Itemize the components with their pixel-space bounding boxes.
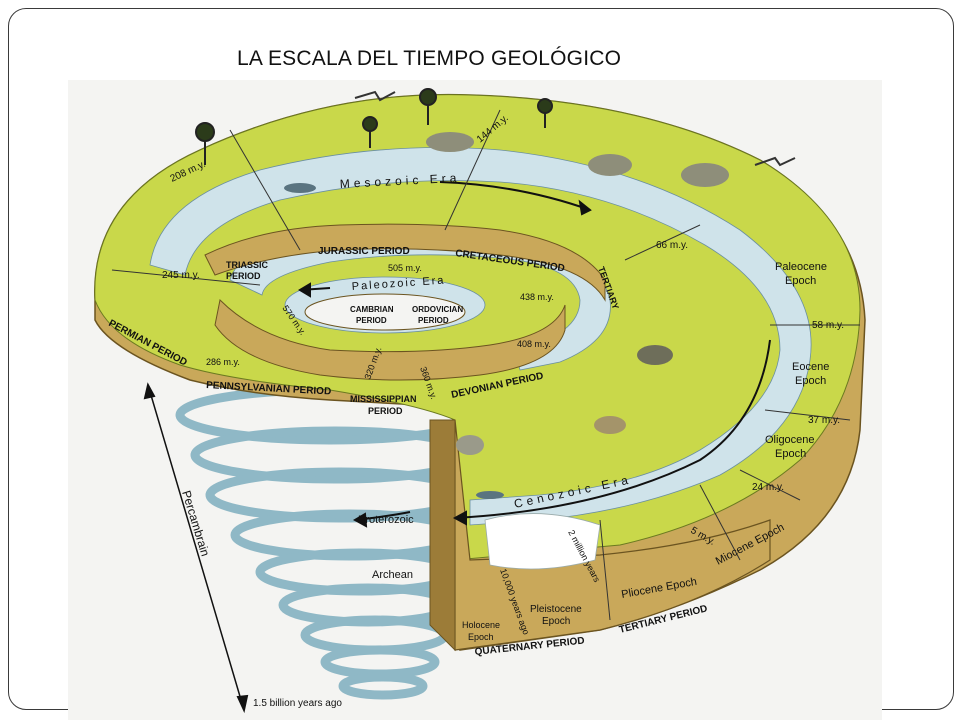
decorative-fauna-flora <box>195 88 796 499</box>
dinosaur-icon <box>426 132 474 152</box>
holocene-epoch-label-line2: Epoch <box>468 632 494 642</box>
cambrian-period-label-line2: PERIOD <box>356 316 387 325</box>
eocene-epoch-label-line2: Epoch <box>795 375 826 387</box>
eocene-epoch-label-line1: Eocene <box>792 361 829 373</box>
triassic-period-label-line2: PERIOD <box>226 271 261 281</box>
cambrian-period-label-line1: CAMBRIAN <box>350 305 394 314</box>
age-label-37: 37 m.y. <box>808 415 840 426</box>
oligocene-epoch-label-line2: Epoch <box>775 448 806 460</box>
spiral-disc <box>94 93 866 652</box>
triassic-period-label-line1: TRIASSIC <box>226 260 269 270</box>
age-label-438: 438 m.y. <box>520 292 554 302</box>
paleocene-epoch-label-line2: Epoch <box>785 275 816 287</box>
age-label-505: 505 m.y. <box>388 263 422 273</box>
mammal-icon <box>456 435 484 455</box>
oligocene-epoch-label-line1: Oligocene <box>765 434 815 446</box>
age-label-24: 24 m.y. <box>752 482 784 493</box>
paleocene-epoch-label-line1: Paleocene <box>775 261 827 273</box>
pleistocene-epoch-label-line1: Pleistocene <box>530 604 582 615</box>
period-boundaries <box>111 109 860 621</box>
pterosaur-icon <box>354 90 396 102</box>
mississippian-period-label-line1: MISSISSIPPIAN <box>350 394 417 404</box>
proterozoic-label: Proterozoic <box>358 514 414 526</box>
mesozoic-era-label: Mesozoic Era <box>339 171 460 191</box>
slide-title: LA ESCALA DEL TIEMPO GEOLÓGICO <box>237 47 622 70</box>
jurassic-period-label: JURASSIC PERIOD <box>318 246 410 257</box>
palm-tree-icon <box>195 88 553 165</box>
mammal-icon <box>594 416 626 434</box>
pleistocene-epoch-label-line2: Epoch <box>542 616 570 627</box>
ordovician-period-label-line2: PERIOD <box>418 316 449 325</box>
age-label-286: 286 m.y. <box>206 357 240 367</box>
fish-icon <box>284 183 316 193</box>
mammal-icon <box>637 345 673 365</box>
age-label-58: 58 m.y. <box>812 320 844 331</box>
age-label-245: 245 m.y. <box>162 270 200 281</box>
era-arrows <box>143 181 771 714</box>
holocene-epoch-label-line1: Holocene <box>462 620 500 630</box>
age-label-66: 66 m.y. <box>656 240 688 251</box>
fish-icon <box>476 491 504 499</box>
dinosaur-icon <box>681 163 729 187</box>
age-label-408: 408 m.y. <box>517 339 551 349</box>
archean-label: Archean <box>372 569 413 581</box>
age-label-1-5-billion: 1.5 billion years ago <box>253 698 342 709</box>
dinosaur-icon <box>588 154 632 176</box>
pterosaur-icon <box>754 156 796 167</box>
mississippian-period-label-line2: PERIOD <box>368 406 403 416</box>
ordovician-period-label-line1: ORDOVICIAN <box>412 305 463 314</box>
